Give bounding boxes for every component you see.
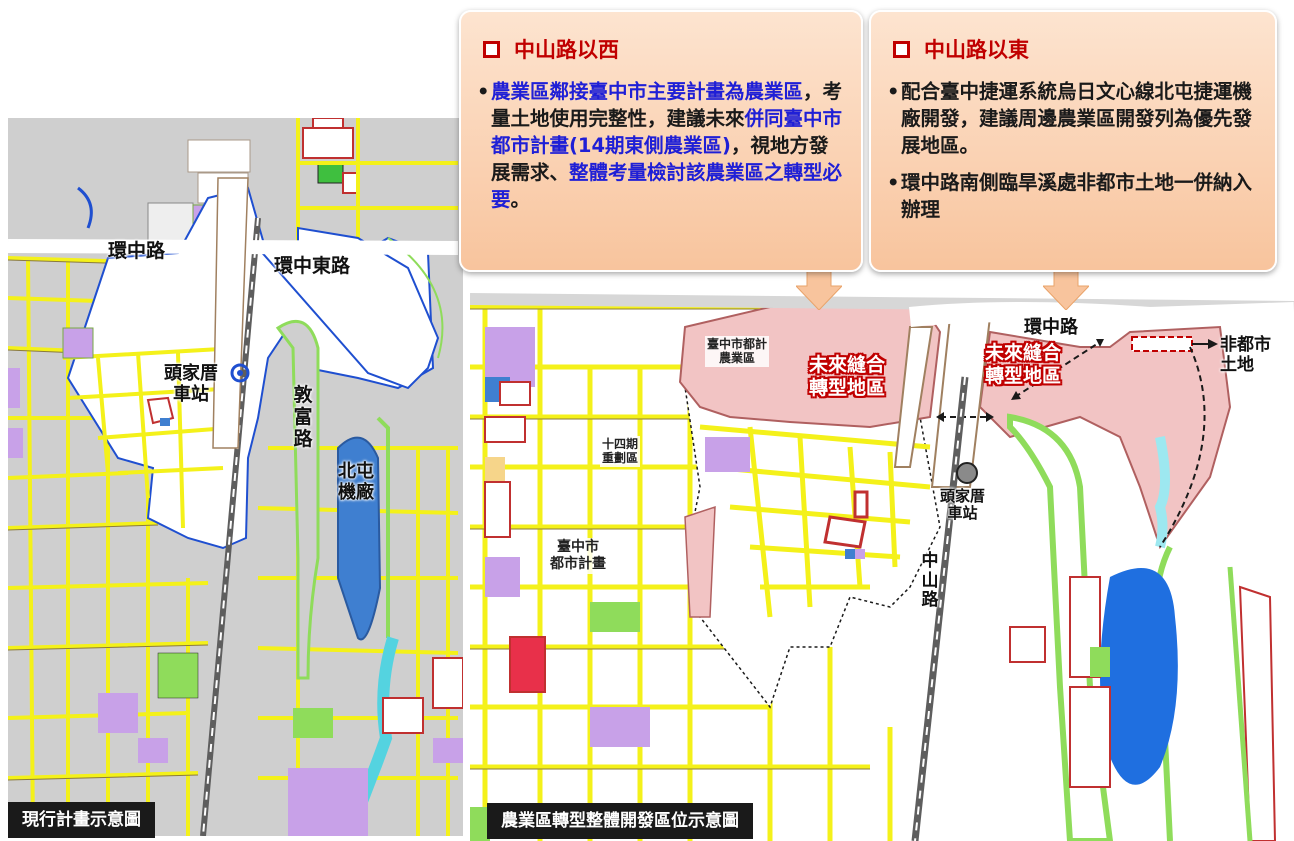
- right-label-huanzhong-rd: 環中路: [1024, 317, 1078, 338]
- right-label-taichung-urban-agri: 臺中市都計 農業區: [705, 336, 770, 367]
- square-bullet-icon: [483, 41, 500, 58]
- right-label-taichung-urban-plan: 臺中市 都市計畫: [548, 538, 608, 574]
- east-panel-heading: 中山路以東: [893, 34, 1029, 64]
- left-label-toujiacuo-station: 頭家厝 車站: [164, 363, 218, 405]
- left-label-huanzhong-east-rd: 環中東路: [274, 255, 351, 277]
- west-text-part: ，考量土地使用完整性，建議未來: [491, 80, 843, 130]
- west-panel-bullets: 農業區鄰接臺中市主要計畫為農業區，考量土地使用完整性，建議未來併同臺中市都市計畫…: [477, 78, 847, 213]
- west-text-part: 農業區鄰接臺中市主要計畫為農業區: [491, 80, 804, 103]
- right-map[interactable]: [470, 287, 1294, 841]
- square-bullet-icon: [893, 41, 910, 58]
- west-panel-bullet: 農業區鄰接臺中市主要計畫為農業區，考量土地使用完整性，建議未來併同臺中市都市計畫…: [477, 78, 847, 213]
- left-label-beitun-depot: 北屯 機廠: [338, 461, 374, 503]
- right-label-future-transform-west: 未來縫合 轉型地區: [809, 354, 886, 399]
- east-panel: 中山路以東 配合臺中捷運系統烏日文心線北屯捷運機廠開發，建議周邊農業區開發列為優…: [869, 10, 1277, 272]
- left-label-dunfu-rd: 敦富路: [293, 384, 313, 450]
- left-map[interactable]: [8, 118, 463, 836]
- west-text-part: 。: [510, 188, 531, 211]
- arrow-down-icon: [796, 266, 842, 310]
- right-label-zhongshan-rd: 中山路: [921, 551, 939, 611]
- left-map-caption: 現行計畫示意圖: [8, 802, 155, 838]
- west-text-part: 併同臺中市都市計畫(14期東側農業區): [491, 107, 843, 157]
- right-label-toujiacuo-station: 頭家厝 車站: [940, 487, 986, 523]
- west-text-part: 整體考量檢討該農業區之轉型必要: [491, 161, 843, 211]
- east-panel-bullet: 配合臺中捷運系統烏日文心線北屯捷運機廠開發，建議周邊農業區開發列為優先發展地區。: [887, 78, 1261, 159]
- west-panel-heading: 中山路以西: [483, 34, 619, 64]
- right-label-future-transform-east: 未來縫合 轉型地區: [985, 342, 1062, 387]
- right-label-phase14: 十四期 重劃區: [600, 436, 641, 467]
- left-label-huanzhong-rd: 環中路: [108, 240, 166, 262]
- right-map-caption: 農業區轉型整體開發區位示意圖: [487, 803, 753, 839]
- right-label-non-urban-land: 非都市 土地: [1220, 335, 1271, 375]
- east-panel-bullets: 配合臺中捷運系統烏日文心線北屯捷運機廠開發，建議周邊農業區開發列為優先發展地區。…: [887, 78, 1261, 223]
- west-text-part: ，視地方發展需求、: [491, 134, 829, 184]
- arrow-down-icon: [1043, 266, 1089, 310]
- west-panel: 中山路以西 農業區鄰接臺中市主要計畫為農業區，考量土地使用完整性，建議未來併同臺…: [459, 10, 863, 272]
- east-panel-bullet: 環中路南側臨旱溪處非都市土地一併納入辦理: [887, 169, 1261, 223]
